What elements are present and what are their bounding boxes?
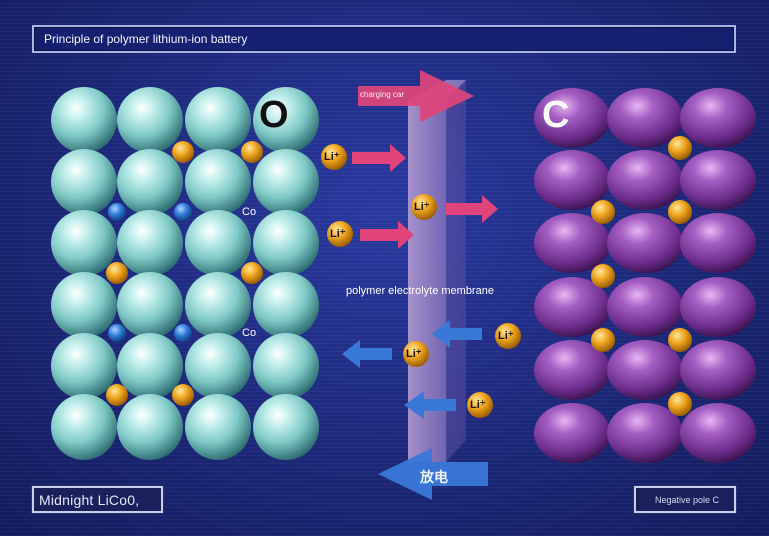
lithium-ion-label: Li⁺ bbox=[330, 228, 346, 240]
cobalt-label: Co bbox=[242, 206, 257, 218]
lithium-ion-label: Li⁺ bbox=[406, 348, 422, 360]
lithium-ion-label: Li⁺ bbox=[470, 399, 486, 411]
lithium-ion-label: Li⁺ bbox=[498, 330, 514, 342]
anode-lattice bbox=[534, 88, 756, 463]
discharge-arrow bbox=[378, 448, 488, 500]
cathode-label-box: Midnight LiCo0, bbox=[32, 486, 163, 513]
discharge-flow-arrows bbox=[342, 320, 482, 419]
lithium-ion-label: Li⁺ bbox=[324, 151, 340, 163]
membrane-label: polymer electrolyte membrane bbox=[346, 285, 494, 297]
title-bar: Principle of polymer lithium-ion battery bbox=[32, 25, 736, 53]
charging-label: charging car bbox=[360, 90, 405, 99]
cobalt-label: Co bbox=[242, 327, 257, 339]
anode-label-box: Negative pole C bbox=[634, 486, 736, 513]
lithium-ion-label: Li⁺ bbox=[414, 201, 430, 213]
diagram-title: Principle of polymer lithium-ion battery bbox=[44, 32, 248, 46]
discharge-label: 放电 bbox=[420, 469, 448, 485]
cathode-label: Midnight LiCo0, bbox=[39, 492, 140, 508]
positive-pole-symbol: O bbox=[259, 94, 289, 136]
charging-arrow bbox=[358, 70, 474, 122]
charge-flow-arrows bbox=[352, 144, 498, 249]
negative-pole-symbol: C bbox=[542, 94, 570, 136]
cathode-lattice bbox=[51, 87, 319, 460]
moving-lithium-ions bbox=[321, 144, 521, 418]
anode-label: Negative pole C bbox=[655, 495, 720, 505]
